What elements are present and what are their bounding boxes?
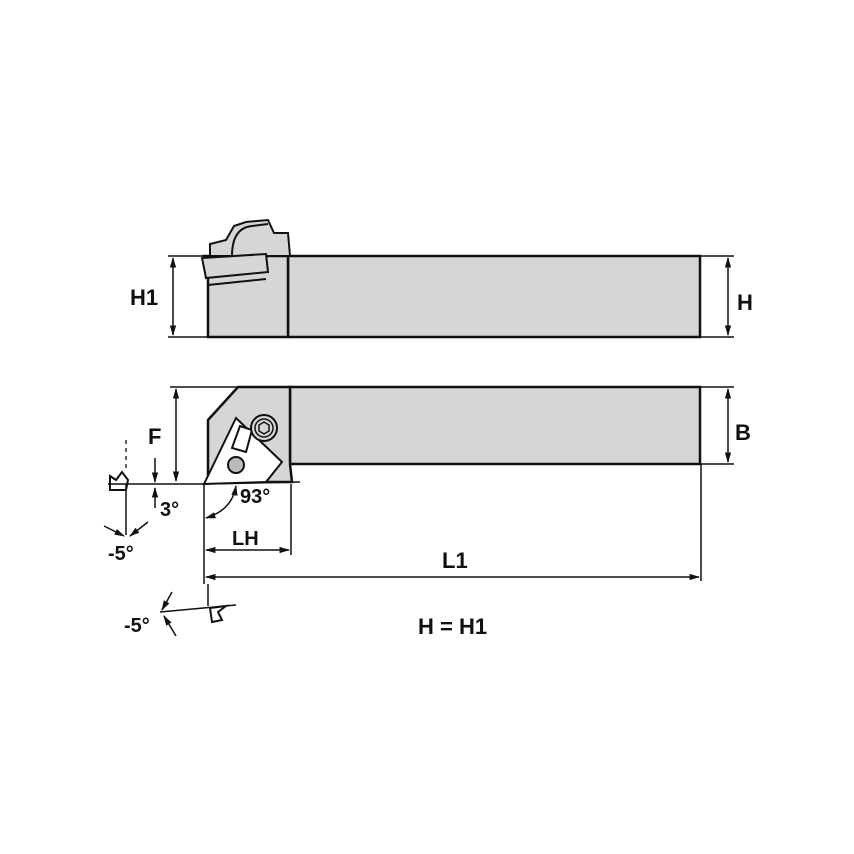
hex-socket-icon	[258, 421, 270, 435]
label-b: B	[735, 420, 751, 445]
label-lh: LH	[232, 528, 259, 550]
side-view: H1 H	[130, 218, 753, 339]
label-h1: H1	[130, 285, 158, 310]
screw-inner	[254, 418, 274, 438]
label-inclination-angle-1: -5°	[108, 543, 134, 565]
label-f: F	[148, 424, 161, 449]
note-h-equals-h1: H = H1	[418, 614, 487, 639]
label-clearance-angle: 3°	[160, 499, 179, 521]
top-view: F B 3° 93° -5° LH L1	[103, 385, 751, 637]
label-l1: L1	[442, 548, 468, 573]
insert-lower	[207, 278, 267, 286]
lead-angle-arc	[204, 484, 238, 519]
side-shank	[286, 254, 702, 339]
clamp-pin	[227, 456, 245, 474]
label-lead-angle: 93°	[240, 486, 270, 508]
insert-section-symbol-2	[208, 604, 230, 624]
label-h: H	[737, 290, 753, 315]
clamp-arc	[231, 223, 269, 257]
top-shank	[288, 385, 702, 466]
insert-plate	[200, 252, 270, 280]
label-inclination-angle-2: -5°	[124, 615, 150, 637]
clamp-block	[209, 218, 292, 257]
